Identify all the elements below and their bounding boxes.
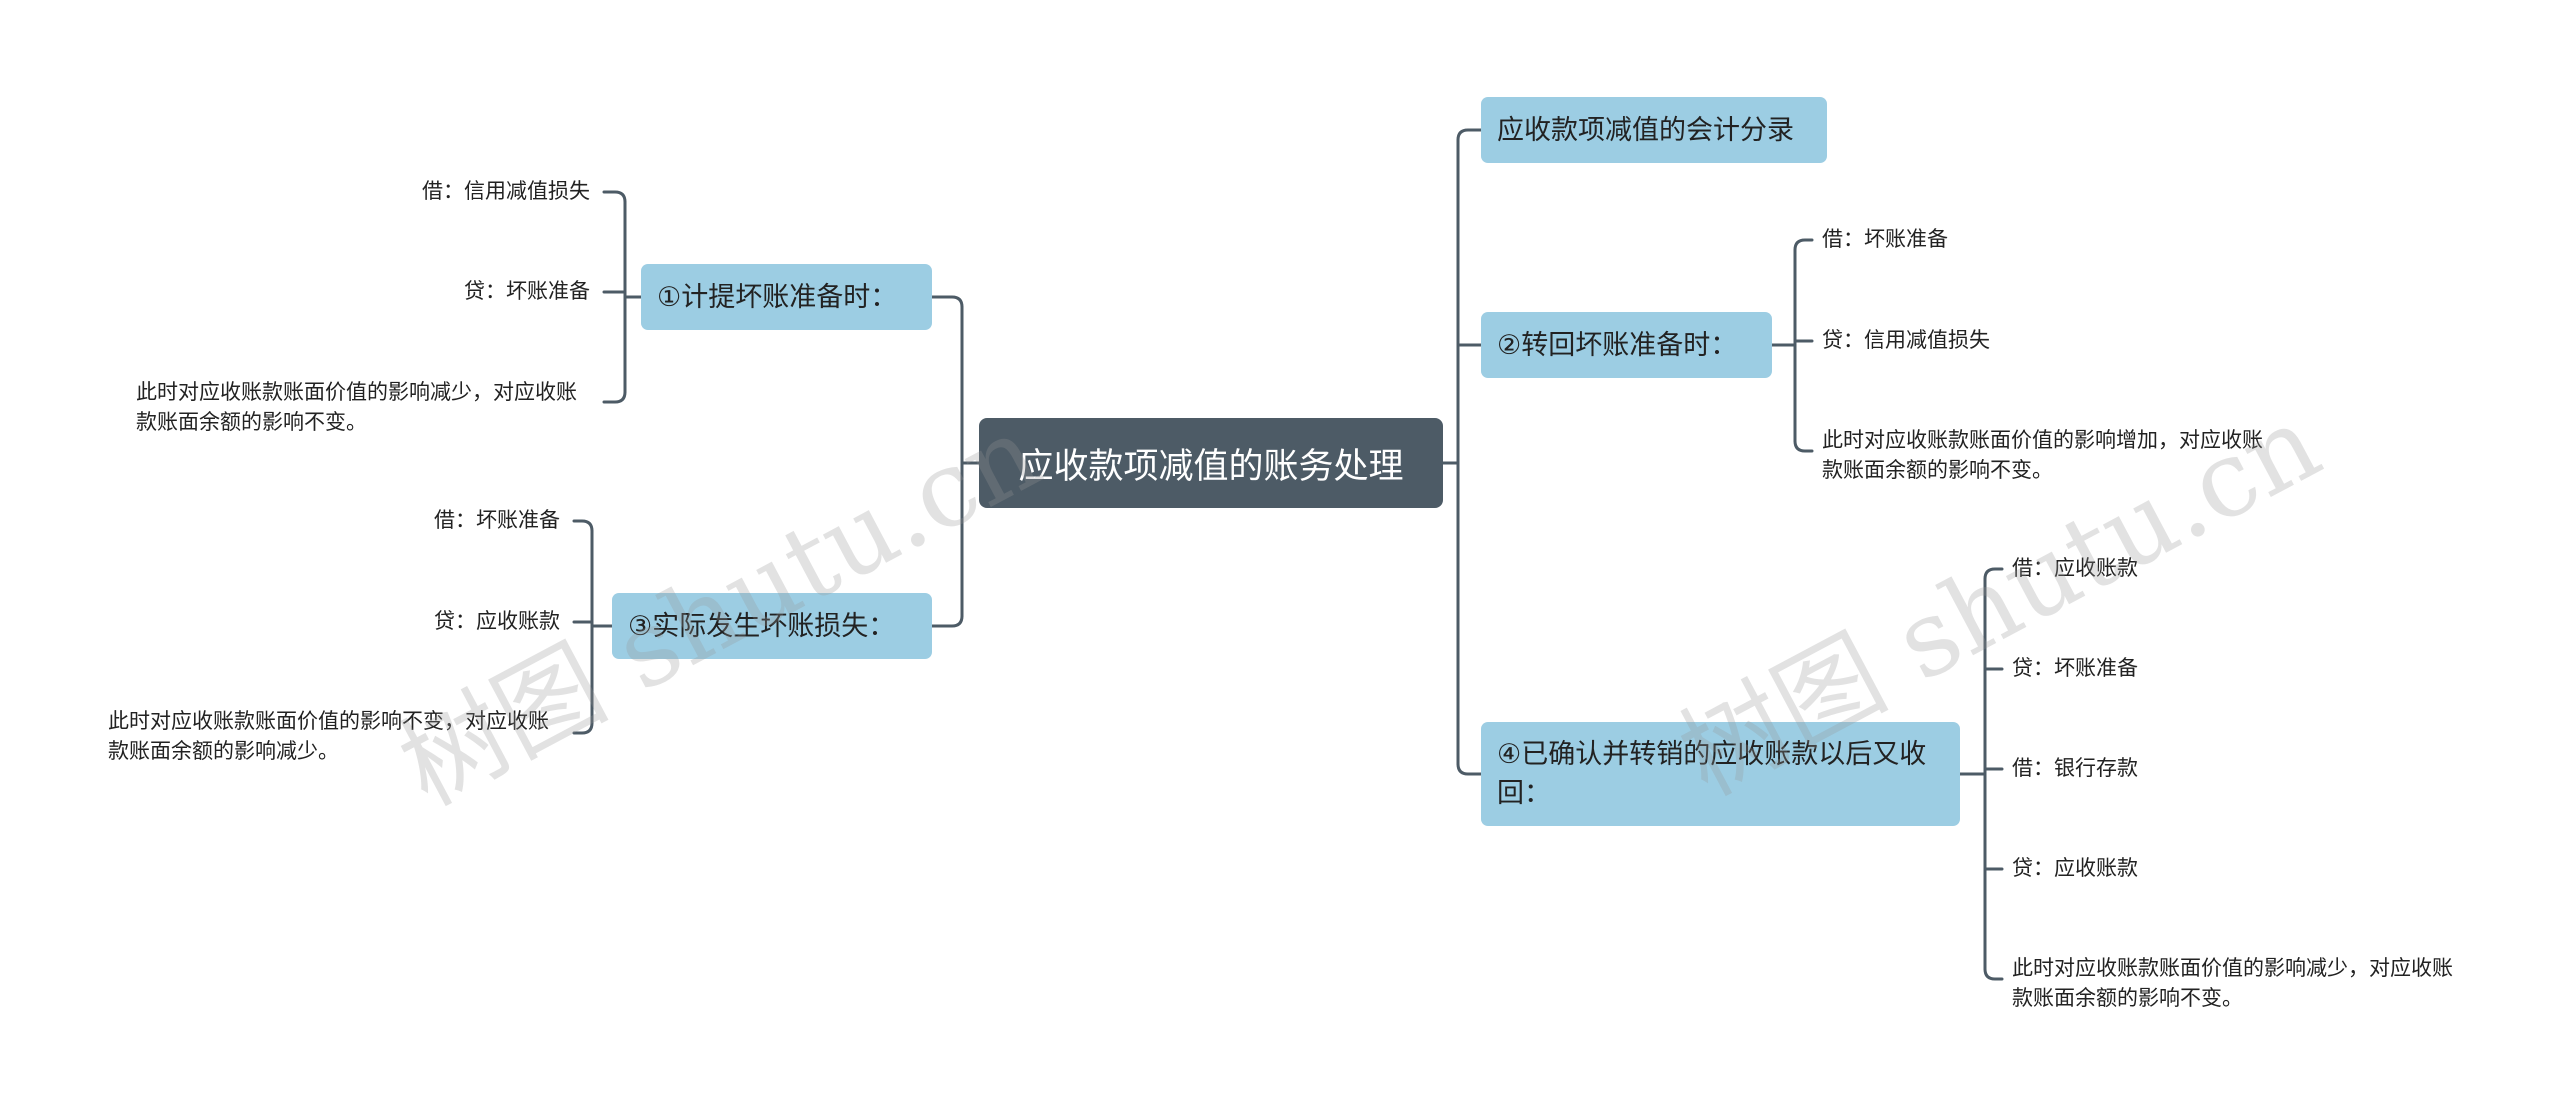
leaf-t2-credit: 贷：信用减值损失 xyxy=(1822,328,1990,352)
link-t1-branch-2 xyxy=(602,390,627,404)
leaf-t1-credit: 贷：坏账准备 xyxy=(464,279,590,303)
leaf-t1-debit: 借：信用减值损失 xyxy=(422,179,590,203)
link-t2-branch-0 xyxy=(1793,238,1814,252)
topic-actual-bad-debt[interactable]: ③实际发生坏账损失： xyxy=(612,593,932,659)
leaf-t2-debit: 借：坏账准备 xyxy=(1822,227,1948,251)
topic-recovered-receivable[interactable]: ④已确认并转销的应收账款以后又收回： xyxy=(1481,722,1960,826)
leaf-t1-note: 此时对应收账款账面价值的影响减少，对应收账款账面余额的影响不变。 xyxy=(136,380,577,434)
link-root-right-branch-0 xyxy=(1456,128,1483,142)
leaf-t3-debit: 借：坏账准备 xyxy=(434,508,560,532)
link-t1-branch-0 xyxy=(602,190,627,204)
root-topic[interactable]: 应收款项减值的账务处理 xyxy=(979,418,1443,508)
leaf-t4-note: 此时对应收账款账面价值的影响减少，对应收账款账面余额的影响不变。 xyxy=(2012,956,2453,1010)
link-t3-branch-0 xyxy=(572,519,594,533)
topic-accounting-entries[interactable]: 应收款项减值的会计分录 xyxy=(1481,97,1827,163)
link-t2-branch-2 xyxy=(1793,439,1814,453)
leaf-t3-note: 此时对应收账款账面价值的影响不变，对应收账款账面余额的影响减少。 xyxy=(108,709,549,763)
topic-accrue-provision[interactable]: ①计提坏账准备时： xyxy=(641,264,932,330)
leaf-t4-credit-provision: 贷：坏账准备 xyxy=(2012,656,2138,680)
link-root-right-branch-2 xyxy=(1456,762,1483,776)
leaf-t2-note: 此时对应收账款账面价值的影响增加，对应收账款账面余额的影响不变。 xyxy=(1822,428,2263,482)
link-t3-branch-2 xyxy=(572,721,594,735)
topic-reverse-provision[interactable]: ②转回坏账准备时： xyxy=(1481,312,1772,378)
link-t4-branch-4 xyxy=(1983,967,2004,981)
leaf-t4-credit-receivable: 贷：应收账款 xyxy=(2012,856,2138,880)
link-root-left-branch-0 xyxy=(930,295,964,309)
link-t4-branch-0 xyxy=(1983,567,2004,581)
link-root-left-branch-1 xyxy=(930,614,964,628)
leaf-t4-debit-bank: 借：银行存款 xyxy=(2012,756,2138,780)
leaf-t4-debit-receivable: 借：应收账款 xyxy=(2012,556,2138,580)
leaf-t3-credit: 贷：应收账款 xyxy=(434,609,560,633)
